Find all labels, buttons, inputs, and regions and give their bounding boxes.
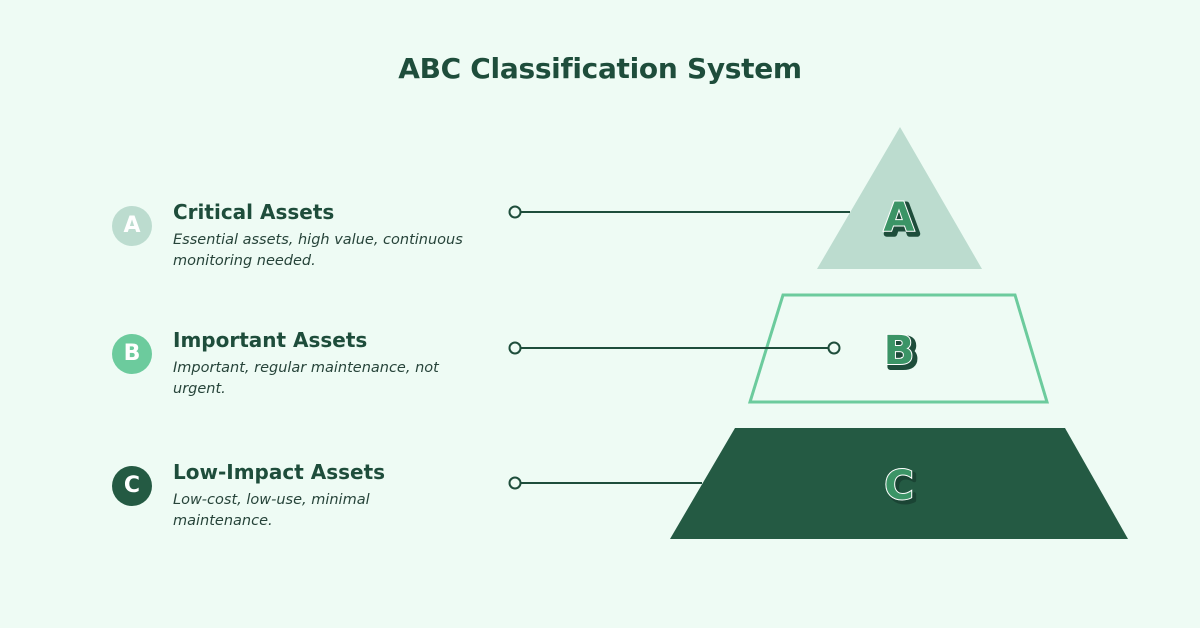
badge-c: C [112, 466, 152, 506]
svg-text:B: B [884, 328, 915, 374]
item-label: Critical Assets [173, 200, 335, 224]
badge-b: B [112, 334, 152, 374]
svg-text:B: B [887, 331, 918, 377]
connector-c [508, 476, 702, 490]
item-label: Low-Impact Assets [173, 460, 386, 484]
svg-text:A: A [884, 195, 915, 241]
item-label: Important Assets [173, 328, 368, 352]
connector-a [508, 205, 850, 219]
tier-a-shape [817, 127, 982, 269]
badge-a: A [112, 206, 152, 246]
connector-b [508, 341, 841, 355]
tier-a-letter: A A [883, 194, 921, 247]
tier-c-letter: C C [883, 462, 918, 514]
svg-text:C: C [887, 466, 916, 512]
svg-text:A: A [887, 198, 918, 244]
page-title: ABC Classification System [398, 52, 802, 85]
tier-b-letter: B B [883, 327, 921, 380]
item-description: Low-cost, low-use, minimal maintenance. [173, 492, 370, 529]
tier-c-shape [670, 428, 1128, 539]
svg-text:C: C [884, 463, 913, 509]
item-description: Essential assets, high value, continuous… [173, 232, 463, 269]
tier-b-shape [747, 293, 1050, 404]
item-description: Important, regular maintenance, not urge… [173, 360, 439, 397]
